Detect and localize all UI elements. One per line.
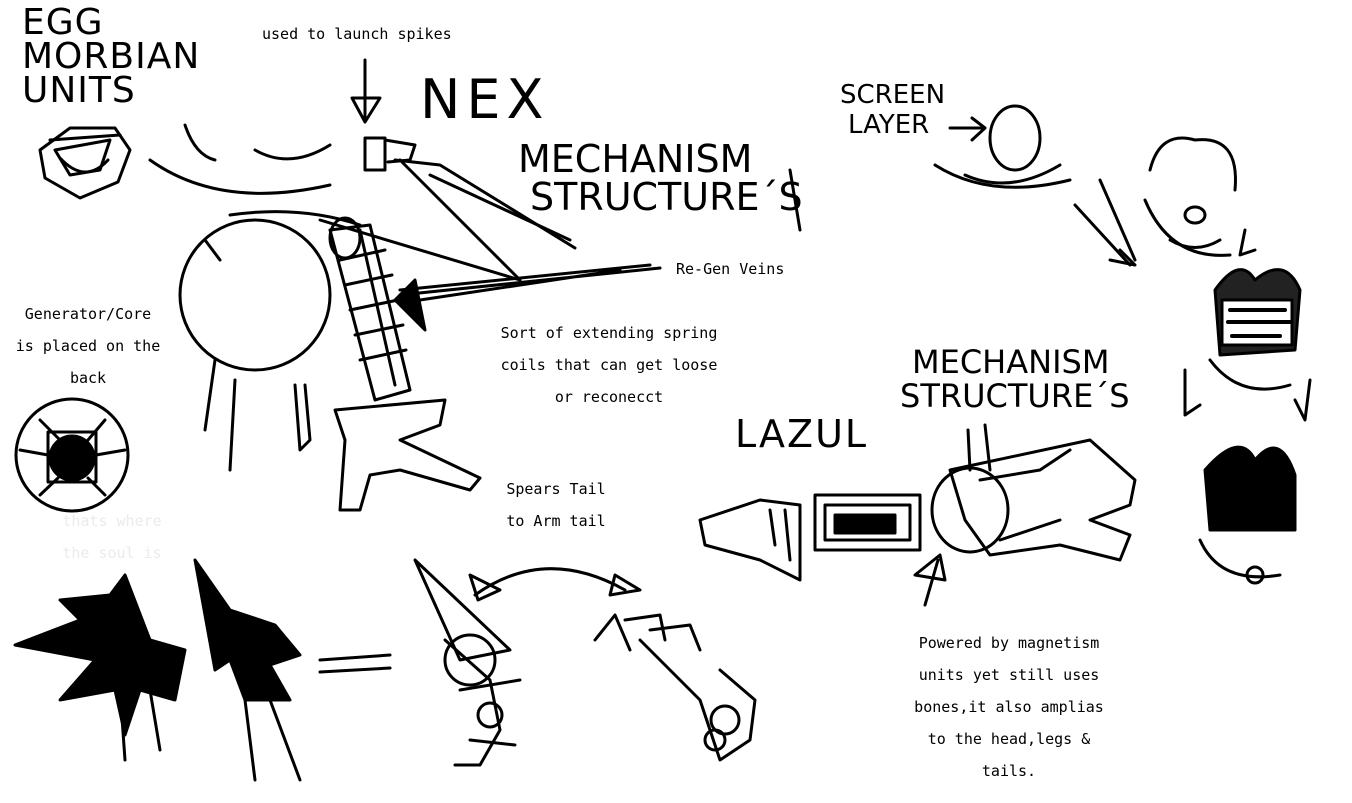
note-generator-line-2: is placed on the xyxy=(15,337,161,355)
note-spring-line-3: or reconecct xyxy=(554,388,664,406)
note-magnetism-line-5: tails. xyxy=(981,762,1037,780)
note-spears-line-1: Spears Tail xyxy=(506,480,606,498)
head-variant-1 xyxy=(1143,136,1257,257)
note-spears-tail: Spears Tail to Arm tail xyxy=(488,473,624,537)
note-spikes: used to launch spikes xyxy=(262,25,452,43)
egg-title-line-3: UNITS xyxy=(22,70,136,111)
note-magnetism: Powered by magnetism units yet still use… xyxy=(896,627,1122,787)
note-soul: thats where the soul is xyxy=(52,505,172,569)
nex-mechanism-title: MECHANISM STRUCTURE´S xyxy=(518,140,803,216)
nex-body-sketch xyxy=(148,58,802,512)
lazul-mech-line-1: MECHANISM xyxy=(912,343,1110,381)
spear-tail-sketch xyxy=(413,558,757,767)
note-spears-line-2: to Arm tail xyxy=(506,512,606,530)
egg-title-line-2: MORBIAN xyxy=(22,36,201,77)
screen-line-1: SCREEN xyxy=(840,80,946,110)
nex-mech-line-2: STRUCTURE´S xyxy=(530,175,803,219)
egg-morbian-title: EGG MORBIAN UNITS xyxy=(22,2,201,111)
note-soul-line-2: the soul is xyxy=(62,544,162,562)
note-magnetism-line-4: to the head,legs & xyxy=(927,730,1091,748)
lazul-mech-line-2: STRUCTURE´S xyxy=(900,377,1130,415)
egg-title-line-1: EGG xyxy=(22,2,104,43)
note-magnetism-line-3: bones,it also amplias xyxy=(914,698,1104,716)
screen-layer-title: SCREEN LAYER xyxy=(840,80,945,140)
note-regen-veins: Re-Gen Veins xyxy=(676,260,785,278)
lazul-title: LAZUL xyxy=(735,412,869,456)
lazul-mechanism-title: MECHANISM STRUCTURE´S xyxy=(900,343,1130,413)
note-generator: Generator/Core is placed on the back xyxy=(6,298,170,394)
note-generator-line-3: back xyxy=(69,369,107,387)
note-soul-line-1: thats where xyxy=(62,512,162,530)
generator-core-icon xyxy=(14,397,130,513)
egg-emblem-icon xyxy=(38,126,132,200)
screen-line-2: LAYER xyxy=(848,110,930,140)
head-variant-2 xyxy=(1183,268,1312,422)
nex-mech-line-1: MECHANISM xyxy=(518,137,753,181)
lazul-arm-sketch xyxy=(698,423,1137,607)
note-spring-coils: Sort of extending spring coils that can … xyxy=(484,317,734,413)
note-magnetism-line-1: Powered by magnetism xyxy=(918,634,1100,652)
head-variant-3 xyxy=(1198,445,1297,585)
note-spring-line-1: Sort of extending spring xyxy=(500,324,718,342)
note-magnetism-line-2: units yet still uses xyxy=(918,666,1100,684)
spike-silhouettes xyxy=(13,558,392,782)
note-spring-line-2: coils that can get loose xyxy=(500,356,718,374)
nex-title: NEX xyxy=(420,68,550,131)
screen-layer-sketch xyxy=(933,104,1137,267)
note-generator-line-1: Generator/Core xyxy=(24,305,152,323)
